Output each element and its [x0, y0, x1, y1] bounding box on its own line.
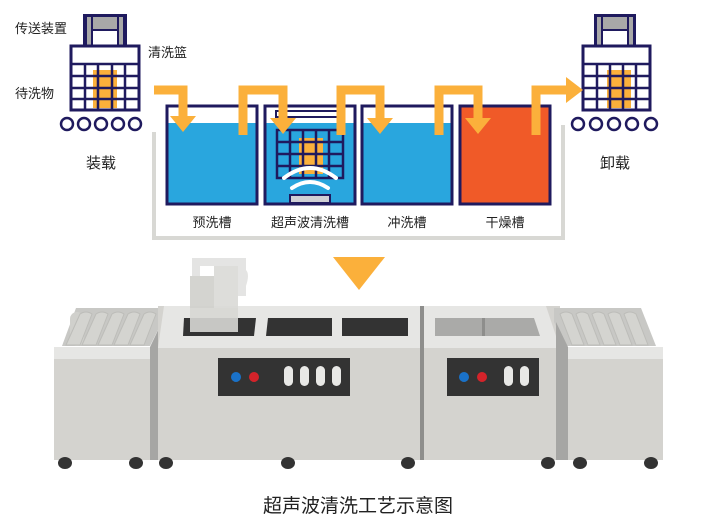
load-basket — [59, 14, 143, 132]
led-red — [477, 372, 487, 382]
machine-illustration — [54, 258, 663, 469]
led-blue — [231, 372, 241, 382]
transducer — [289, 194, 331, 204]
tank-enclosure — [152, 125, 565, 240]
panel-button — [316, 366, 325, 386]
dryer-unit — [420, 306, 560, 469]
panel-button — [520, 366, 529, 386]
arrow-5 — [531, 85, 568, 135]
water — [168, 123, 256, 203]
arrow-4 — [434, 85, 483, 135]
lifted-basket — [190, 258, 248, 332]
unload-basket — [570, 14, 659, 132]
arrow-head — [170, 116, 196, 132]
label-conveyor: 传送装置 — [15, 22, 67, 37]
arrow-head — [270, 118, 296, 134]
tank-label: 干燥槽 — [485, 216, 524, 231]
panel-button — [284, 366, 293, 386]
arrow-head — [465, 118, 491, 134]
label-load: 装载 — [86, 154, 116, 172]
conveyor-rollers-left — [59, 116, 143, 132]
main-cleaning-unit — [158, 258, 430, 469]
panel-button — [504, 366, 513, 386]
water — [363, 123, 451, 203]
arrow-1 — [154, 85, 188, 118]
down-arrow-icon — [333, 257, 385, 290]
tank-label: 冲洗槽 — [387, 216, 426, 231]
tank-label: 预洗槽 — [192, 216, 231, 231]
tank-label: 超声波清洗槽 — [271, 216, 349, 231]
loading-cart — [54, 308, 162, 469]
flow-arrows — [154, 85, 568, 135]
diagram-title: 超声波清洗工艺示意图 — [263, 495, 453, 517]
panel-button — [332, 366, 341, 386]
ultrasonic-wave-icon — [282, 166, 338, 190]
arrow-head — [367, 118, 393, 134]
label-basket: 清洗篮 — [148, 46, 187, 61]
unloading-cart — [554, 308, 663, 469]
label-unload: 卸载 — [600, 154, 630, 172]
led-blue — [459, 372, 469, 382]
arrow-2 — [238, 85, 288, 135]
label-workpiece: 待洗物 — [15, 87, 54, 102]
panel-button — [300, 366, 309, 386]
led-red — [249, 372, 259, 382]
arrow-3 — [336, 85, 385, 135]
conveyor-rollers-right — [570, 116, 659, 132]
arrow-head — [566, 77, 583, 103]
